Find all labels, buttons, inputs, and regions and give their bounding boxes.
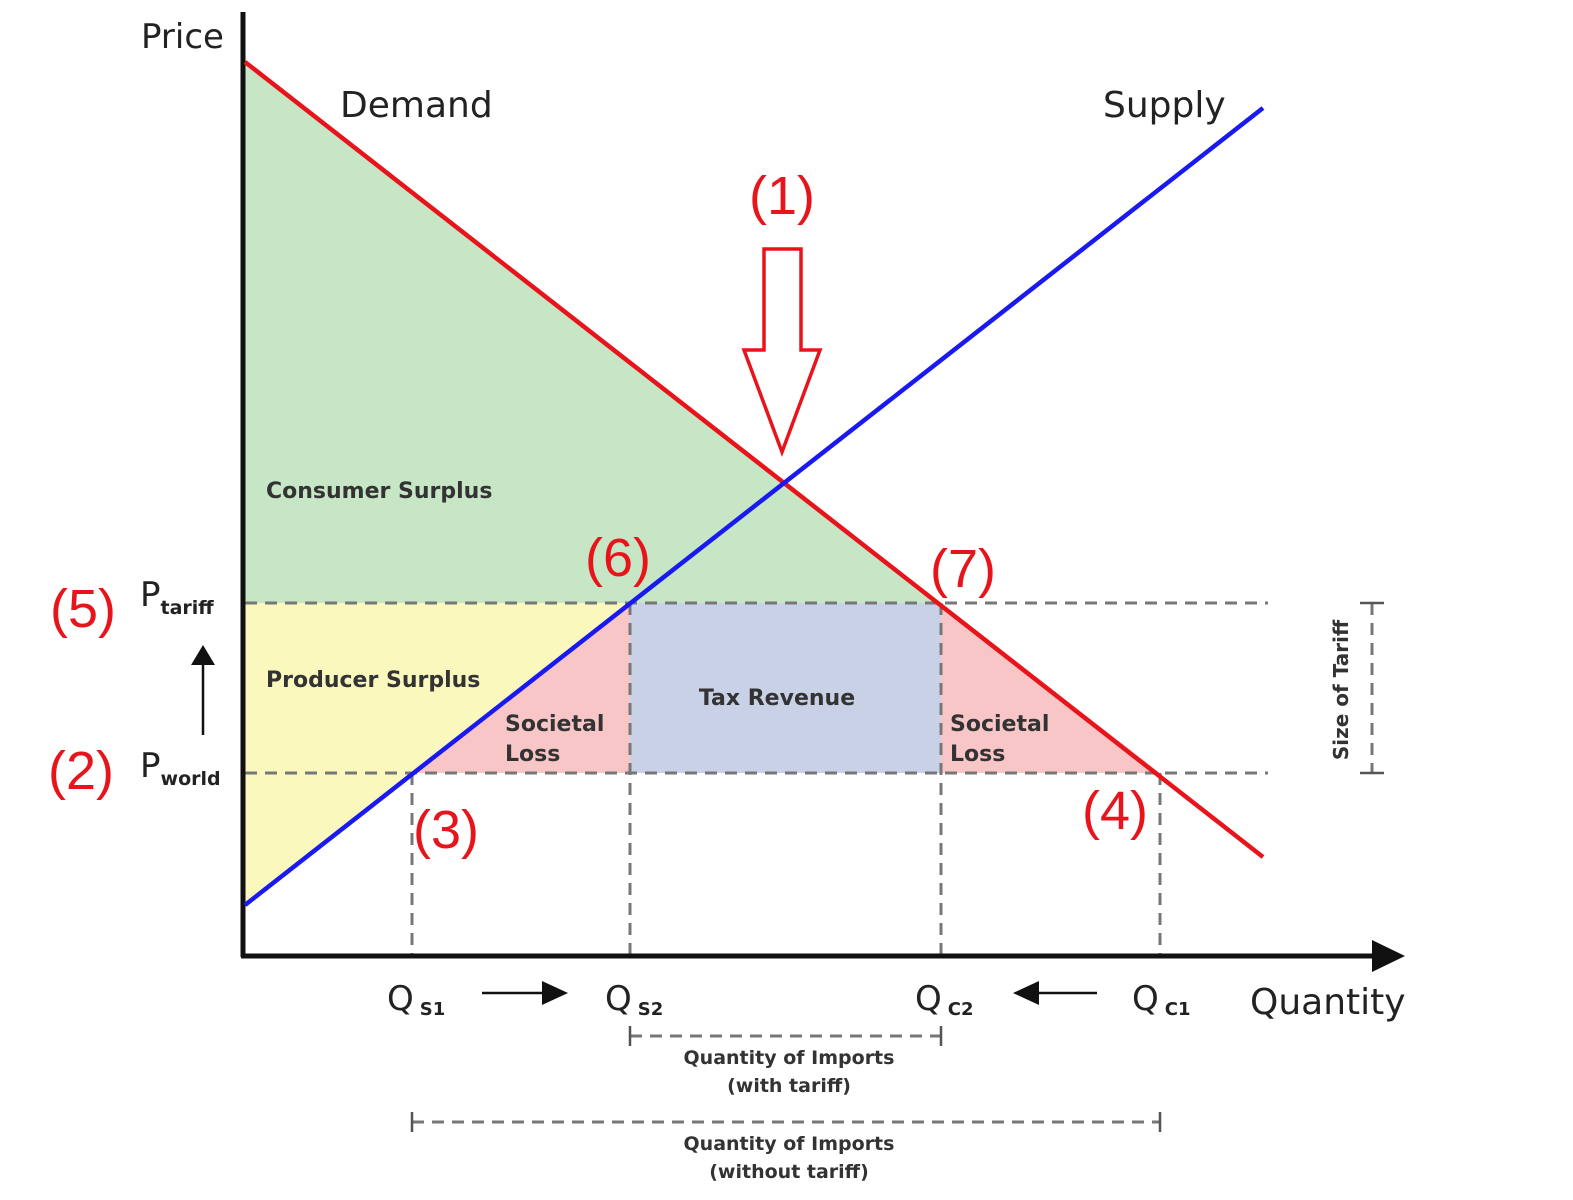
x-axis-arrowhead — [1372, 940, 1405, 972]
p-tariff-label: Ptariff — [140, 575, 214, 619]
annotation-2: (2) — [48, 741, 114, 801]
annotation-7: (7) — [930, 539, 996, 599]
annotation-5: (5) — [50, 579, 116, 639]
y-axis-label: Price — [141, 17, 224, 57]
imports-with-tariff-label: Quantity of Imports(with tariff) — [684, 1047, 895, 1097]
imports-without-tariff-label: Quantity of Imports(without tariff) — [684, 1133, 895, 1183]
tax-revenue-region — [630, 603, 941, 773]
consumer-surplus-label: Consumer Surplus — [266, 479, 492, 504]
p-world-label: Pworld — [140, 746, 221, 790]
demand-curve — [243, 60, 1265, 859]
annotation-6: (6) — [585, 528, 651, 588]
equilibrium-arrow — [741, 247, 823, 458]
demand-label: Demand — [340, 85, 493, 126]
demand-shift-arrow-head — [1013, 981, 1039, 1005]
size-of-tariff-label: Size of Tariff — [1329, 619, 1353, 760]
producer-surplus-label: Producer Surplus — [266, 668, 480, 693]
annotation-1: (1) — [749, 166, 815, 226]
tax-revenue-label: Tax Revenue — [699, 686, 855, 711]
producer-surplus-region — [245, 603, 630, 773]
supply-shift-arrow-head — [542, 981, 568, 1005]
annotation-3: (3) — [413, 800, 479, 860]
supply-label: Supply — [1103, 85, 1226, 126]
price-increase-arrow-head — [191, 645, 215, 665]
x-axis-label: Quantity — [1250, 982, 1406, 1023]
supply-curve — [243, 106, 1265, 907]
annotation-4: (4) — [1082, 781, 1148, 841]
